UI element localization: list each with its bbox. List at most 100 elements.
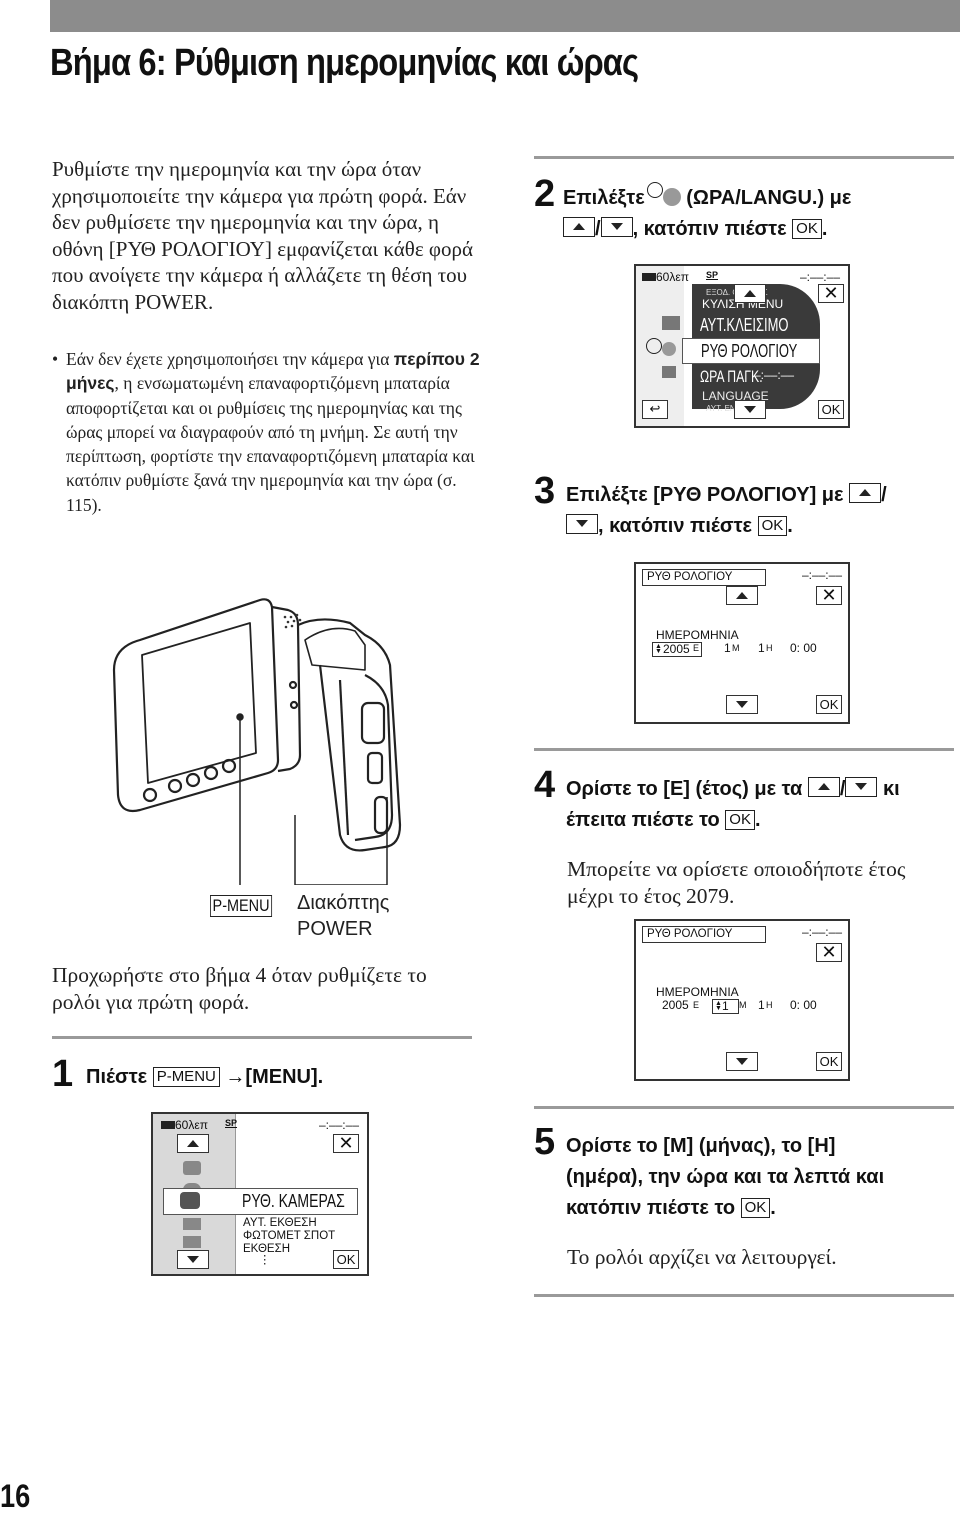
page-number: 16 — [0, 1478, 31, 1514]
step5-line1: Ορίστε το [Μ] (μήνας), το [Η] — [566, 1135, 836, 1157]
pmenu-key: P-MENU — [152, 1067, 220, 1087]
month-field[interactable]: ▲▼ 1 — [712, 999, 739, 1014]
menu-item[interactable]: ΑΥΤ.ΚΛΕΙΣΙΜΟ — [700, 315, 789, 335]
battery-text: 60λεπ — [656, 270, 689, 284]
scroll-down-button[interactable] — [726, 1052, 758, 1071]
close-button[interactable]: ✕ — [333, 1134, 359, 1153]
selected-menu-item[interactable]: ΡΥΘ ΡΟΛΟΓΙΟΥ — [682, 338, 820, 364]
up-arrow-icon — [849, 483, 882, 503]
day-unit: Η — [766, 1000, 773, 1010]
menu-item-time: –:––:–– — [754, 368, 795, 382]
pmenu-label: P-MENU — [210, 895, 273, 917]
battery-indicator: 60λεπ — [642, 270, 689, 284]
month-value[interactable]: 1 — [724, 641, 731, 655]
step2-post: (ΩΡΑ/LANGU.) με — [680, 187, 852, 209]
menu-item[interactable]: ΕΚΘΕΣΗ — [243, 1243, 291, 1255]
menu-item[interactable]: ΦΩΤΟΜΕΤ ΣΠΟΤ — [243, 1230, 336, 1242]
more-items-indicator: ⋮ — [259, 1254, 271, 1266]
year-unit: Ε — [693, 1000, 700, 1010]
ok-key: OK — [792, 219, 822, 239]
step1-number: 1 — [52, 1053, 74, 1095]
return-button[interactable]: ↩ — [642, 400, 668, 419]
camera-set-icon — [180, 1192, 200, 1209]
slash: / — [595, 218, 601, 240]
battery-indicator: 60λεπ — [161, 1118, 208, 1132]
ok-button[interactable]: OK — [818, 400, 844, 419]
step4-post: κι — [877, 778, 900, 800]
proceed-text: Προχωρήστε στο βήμα 4 όταν ρυθμίζετε το … — [52, 963, 427, 1014]
setup-menu-screen: 60λεπ SP –:––:–– ΕΞΟΔ. ΟΘΟΝΗΣ ΚΥΛΙΣΗ MEN… — [634, 264, 850, 428]
scroll-up-button[interactable] — [726, 586, 758, 605]
close-button[interactable]: ✕ — [818, 284, 844, 303]
close-button[interactable]: ✕ — [816, 943, 842, 962]
menu-item[interactable]: ΑΥΤ. ΕΝΔΕΙΞΗ — [706, 404, 760, 413]
step4-end: . — [754, 809, 761, 831]
briefcase-icon — [662, 316, 680, 330]
step4-number: 4 — [534, 764, 556, 806]
ok-button[interactable]: OK — [816, 695, 842, 714]
note-text-bold: περίπου 2 μήνες — [66, 349, 480, 394]
intro-paragraph: Ρυθμίστε την ημερομηνία και την ώρα όταν… — [52, 157, 474, 314]
step3-end: . — [787, 515, 793, 537]
close-button[interactable]: ✕ — [816, 586, 842, 605]
power-label-line1: Διακόπτης — [297, 892, 390, 914]
slash: / — [839, 778, 846, 800]
month-unit: Μ — [739, 1000, 747, 1010]
day-value[interactable]: 1 — [758, 998, 765, 1012]
menu-item-list: ΑΥΤ. ΕΚΘΕΣΗ ΦΩΤΟΜΕΤ ΣΠΟΤ ΕΚΘΕΣΗ ⋮ — [243, 1217, 336, 1266]
scroll-down-button[interactable] — [177, 1250, 209, 1269]
ok-button[interactable]: OK — [816, 1052, 842, 1071]
adjust-icon: ▲▼ — [715, 1000, 722, 1012]
power-switch-label: Διακόπτης POWER — [297, 890, 389, 942]
day-value[interactable]: 1 — [758, 641, 765, 655]
screen-header: ΡΥΘ ΡΟΛΟΓΙΟΥ — [642, 926, 766, 943]
month-value: 1 — [722, 999, 729, 1013]
menu-item[interactable]: ΩΡΑ ΠΑΓΚ. — [700, 367, 763, 386]
step5-line3: κατόπιν πιέστε το — [566, 1197, 741, 1219]
menu-item[interactable]: ΑΥΤ. ΕΚΘΕΣΗ — [243, 1217, 317, 1229]
step3-instruction: Επιλέξτε [ΡΥΘ ΡΟΛΟΓΙΟΥ] με / , κατόπιν π… — [566, 480, 956, 542]
ok-button[interactable]: OK — [333, 1250, 359, 1269]
clock-set-screen: ΡΥΘ ΡΟΛΟΓΙΟΥ –:––:–– ✕ ΗΜΕΡΟΜΗΝΙΑ ▲▼ 200… — [634, 562, 850, 724]
ok-key: OK — [725, 810, 755, 830]
note-text-pre: Εάν δεν έχετε χρησιμοποιήσει την κάμερα … — [66, 349, 394, 369]
sp-mode: SP — [225, 1118, 238, 1128]
scroll-down-button[interactable] — [734, 400, 766, 419]
tape-icon — [662, 366, 676, 378]
clock-display: –:––:–– — [801, 925, 842, 939]
step2-rule — [534, 156, 954, 159]
ok-key: OK — [740, 1198, 771, 1218]
time-value[interactable]: 0: 00 — [790, 998, 817, 1012]
time-value[interactable]: 0: 00 — [790, 641, 817, 655]
page-title: Βήμα 6: Ρύθμιση ημερομηνίας και ώρας — [50, 42, 639, 84]
step5-rule — [534, 1106, 954, 1109]
clock-icon — [646, 182, 663, 198]
step5-line2: (ημέρα), την ώρα και τα λεπτά και — [566, 1166, 885, 1188]
year-value[interactable]: 2005 — [662, 998, 689, 1012]
note-text-post: , η ενσωματωμένη επαναφορτιζόμενη μπαταρ… — [66, 373, 475, 515]
step4-body: Μπορείτε να ορίσετε οποιοδήποτε έτος μέχ… — [567, 857, 906, 908]
date-label: ΗΜΕΡΟΜΗΝΙΑ — [656, 628, 739, 642]
year-field[interactable]: ▲▼ 2005 — [652, 642, 702, 657]
picture-icon — [183, 1218, 201, 1230]
clock-display: –:––:–– — [799, 270, 840, 284]
scroll-up-button[interactable] — [734, 284, 766, 303]
globe-icon — [662, 342, 676, 356]
clock-display: –:––:–– — [318, 1118, 359, 1132]
header-bar — [50, 0, 960, 32]
intro-note: • Εάν δεν έχετε χρησιμοποιήσει την κάμερ… — [52, 347, 484, 517]
step2-instruction: Επιλέξτε (ΩΡΑ/LANGU.) με /, κατόπιν πιέσ… — [563, 182, 953, 245]
selected-item-label: ΡΥΘ. ΚΑΜΕΡΑΣ — [242, 1191, 345, 1211]
selected-menu-item[interactable]: ΡΥΘ. ΚΑΜΕΡΑΣ — [163, 1188, 358, 1215]
battery-text: 60λεπ — [175, 1118, 208, 1132]
scroll-up-button[interactable] — [177, 1134, 209, 1153]
step4-line2: έπειτα πιέστε το — [566, 809, 726, 831]
clock-icon — [646, 338, 662, 354]
step4-instruction: Ορίστε το [Ε] (έτος) με τα / κι έπειτα π… — [566, 774, 956, 836]
menu-item[interactable]: LANGUAGE — [702, 389, 769, 403]
scroll-down-button[interactable] — [726, 695, 758, 714]
up-arrow-icon — [563, 217, 595, 237]
step2-pre: Επιλέξτε — [563, 187, 645, 209]
step2-number: 2 — [534, 173, 556, 215]
step1-pre: Πιέστε — [86, 1066, 153, 1088]
